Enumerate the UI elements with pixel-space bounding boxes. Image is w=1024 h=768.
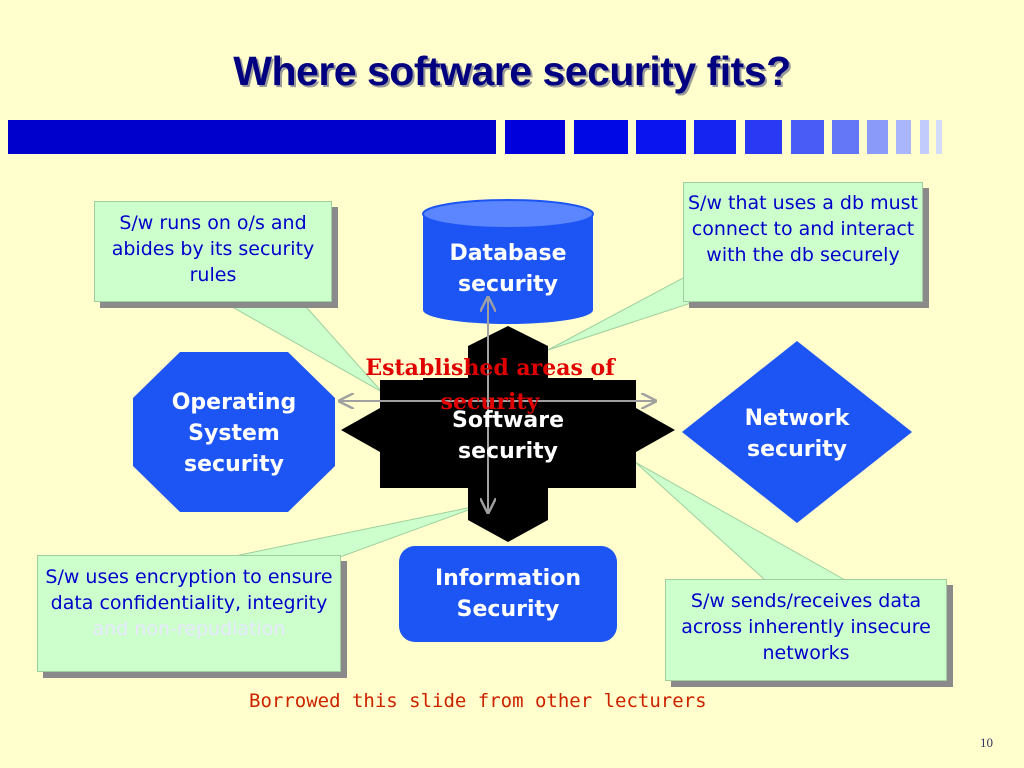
title-decoration-bar bbox=[0, 120, 1024, 154]
os-callout: S/w runs on o/s and abides by its securi… bbox=[94, 201, 332, 302]
database-cylinder bbox=[423, 214, 593, 324]
network-diamond bbox=[682, 341, 912, 523]
operating-system-security-label: Operating System security bbox=[171, 390, 297, 477]
page-number: 10 bbox=[980, 735, 993, 750]
db-callout: S/w that uses a db must connect to and i… bbox=[683, 182, 923, 302]
footer-note: Borrowed this slide from other lecturers bbox=[249, 690, 707, 712]
database-security-label: Database security bbox=[449, 241, 567, 297]
os-callout-text: S/w runs on o/s and abides by its securi… bbox=[111, 212, 315, 286]
database-cylinder-top bbox=[422, 199, 594, 229]
network-callout: S/w sends/receives data across inherentl… bbox=[665, 579, 947, 681]
network-callout-text: S/w sends/receives data across inherentl… bbox=[681, 590, 931, 664]
db-callout-text: S/w that uses a db must connect to and i… bbox=[688, 192, 918, 266]
software-security-label: Software security bbox=[452, 408, 564, 464]
established-areas-label: Established areas of security bbox=[365, 355, 615, 415]
network-security-label: Network security bbox=[744, 406, 850, 462]
os-octagon bbox=[133, 352, 335, 512]
encryption-callout: S/w uses encryption to ensure data confi… bbox=[37, 555, 341, 672]
encryption-callout-faded-text: and non-repudiation bbox=[92, 618, 286, 640]
information-security-label: Information Security bbox=[435, 566, 581, 622]
information-rounded-rect bbox=[399, 546, 617, 642]
software-security-box bbox=[423, 378, 593, 488]
encryption-callout-text: S/w uses encryption to ensure data confi… bbox=[45, 566, 333, 614]
page-title: Where software security fits? bbox=[233, 48, 791, 94]
